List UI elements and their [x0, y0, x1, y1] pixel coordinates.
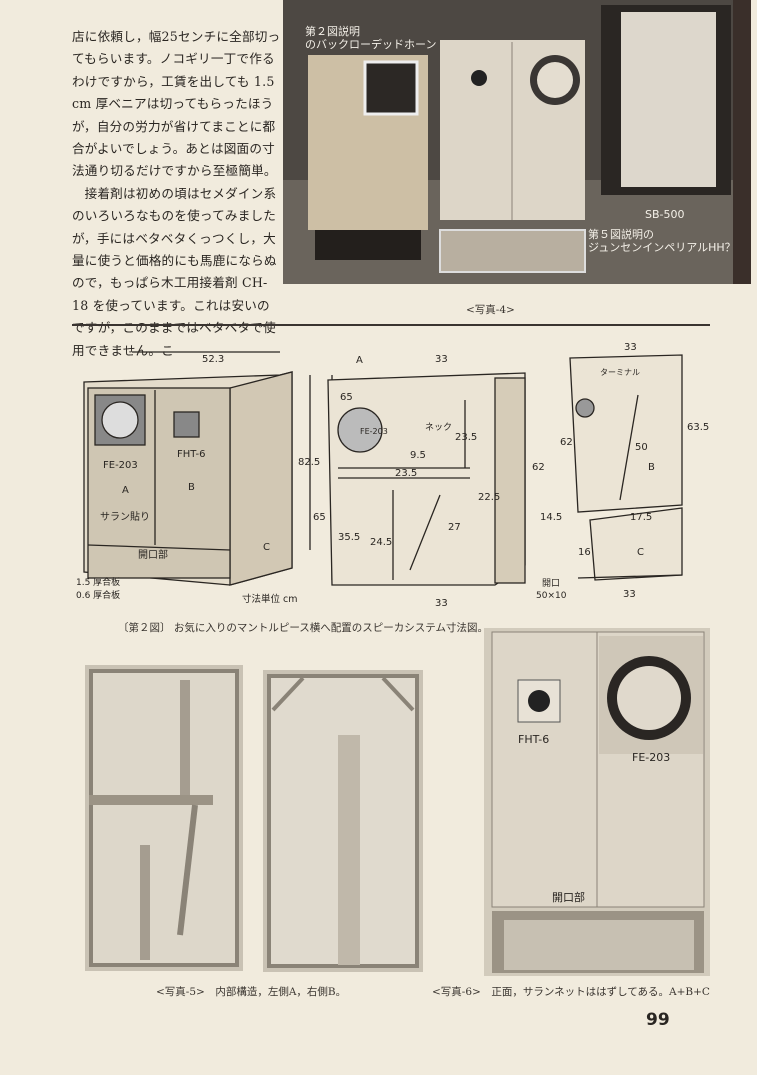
- dim-24-5: 24.5: [370, 537, 392, 548]
- dim-9-5: 9.5: [410, 450, 426, 461]
- figure-2-caption: 〔第２図〕 お気に入りのマントルピース横へ配置のスピーカシステム寸法図。: [118, 622, 488, 634]
- dim-22-5: 22.5: [478, 492, 500, 503]
- unit-note: 寸法単位 cm: [242, 593, 298, 605]
- dim-23-5-vertical: 23.5: [455, 432, 477, 443]
- dim-63-5: 63.5: [687, 422, 709, 433]
- diagram-assembled-cabinet: [83, 351, 333, 586]
- photo-label-opening: 開口部: [552, 890, 585, 904]
- label-b-section: B: [648, 462, 655, 473]
- photo-6-image: FHT-6 FE-203 開口部: [491, 631, 705, 973]
- label-saran: サラン貼り: [100, 510, 150, 523]
- label-a: A: [122, 485, 129, 496]
- dim-27: 27: [448, 522, 461, 533]
- photo-label-fig2-2: のバックローデッドホーン: [305, 37, 436, 51]
- dim-62-b: 62: [560, 437, 573, 448]
- dim-width-52-3: 52.3: [202, 354, 224, 365]
- dim-16: 16: [578, 547, 591, 558]
- label-fht-6: FHT-6: [177, 449, 205, 460]
- body-text-column: 店に依頼し，幅25センチに全部切ってもらいます。ノコギリ一丁で作るわけですから，…: [72, 26, 282, 362]
- dim-35-5: 35.5: [338, 532, 360, 543]
- dim-62: 62: [532, 462, 545, 473]
- material-1-5: 1.5 厚合板: [76, 576, 120, 588]
- dim-17-5: 17.5: [630, 512, 652, 523]
- diagram-section-a: [327, 372, 526, 586]
- photo-4: 第２図説明 のバックローデッドホーン SB-500 第５図説明の ジュンセンイン…: [283, 0, 751, 284]
- label-c: C: [263, 542, 270, 553]
- label-neck: ネック: [425, 422, 452, 433]
- photo-6-caption: <写真-6> 正面，サランネットははずしてある。A+B+C: [432, 986, 710, 998]
- dim-14-5: 14.5: [540, 512, 562, 523]
- label-c-section: C: [637, 547, 644, 558]
- label-opening-b: 開口: [542, 578, 560, 589]
- photo-label-fig2-1: 第２図説明: [305, 24, 360, 38]
- label-a-top: A: [356, 355, 363, 366]
- label-opening-size: 50×10: [536, 591, 567, 601]
- dim-height-65: 65: [313, 512, 326, 523]
- dim-bottom-33-b: 33: [623, 589, 636, 600]
- label-opening: 開口部: [138, 548, 168, 561]
- label-driver: FE-203: [360, 427, 388, 436]
- section-divider: [72, 324, 710, 326]
- photo-5-left: [85, 665, 243, 971]
- dim-top-33-b: 33: [624, 342, 637, 353]
- photo-label-fig5-1: 第５図説明の: [588, 227, 654, 241]
- figure-2-diagrams: 52.3 82.5 FE-203 FHT-6 A B C サラン貼り 開口部 1…: [76, 342, 709, 609]
- dim-height-82-5: 82.5: [298, 457, 320, 468]
- photo-label-fig5-2: ジュンセンインペリアルHH？: [588, 241, 736, 254]
- photo-label-fht-6: FHT-6: [518, 733, 549, 746]
- material-0-6: 0.6 厚合板: [76, 589, 120, 601]
- photo-5-caption: <写真-5> 内部構造，左側A，右側B。: [156, 986, 347, 998]
- dim-65: 65: [340, 392, 353, 403]
- label-terminal: ターミナル: [600, 368, 640, 377]
- photo-label-sb500: SB-500: [645, 208, 685, 221]
- page-number: 99: [646, 1010, 670, 1030]
- photo-6: FHT-6 FE-203 開口部: [484, 628, 710, 976]
- dim-23-5-horizontal: 23.5: [395, 468, 417, 479]
- diagram-section-b-c: [569, 354, 683, 581]
- photo-5-left-image: [89, 669, 239, 967]
- photo-4-caption: <写真-4>: [466, 304, 515, 316]
- photo-5-right-image: [267, 674, 419, 968]
- photo-label-fe-203: FE-203: [632, 751, 670, 764]
- dim-50: 50: [635, 442, 648, 453]
- photo-5-right: [263, 670, 423, 972]
- label-fe-203: FE-203: [103, 460, 138, 471]
- label-b: B: [188, 482, 195, 493]
- paragraph-1: 店に依頼し，幅25センチに全部切ってもらいます。ノコギリ一丁で作るわけですから，…: [72, 29, 281, 179]
- dim-bottom-33: 33: [435, 598, 448, 609]
- paragraph-2: 接着剤は初めの頃はセメダイン系のいろいろなものを使ってみましたが，手にはベタベタ…: [72, 185, 277, 358]
- photo-4-image: 第２図説明 のバックローデッドホーン SB-500 第５図説明の ジュンセンイン…: [283, 0, 751, 284]
- dim-top-33: 33: [435, 354, 448, 365]
